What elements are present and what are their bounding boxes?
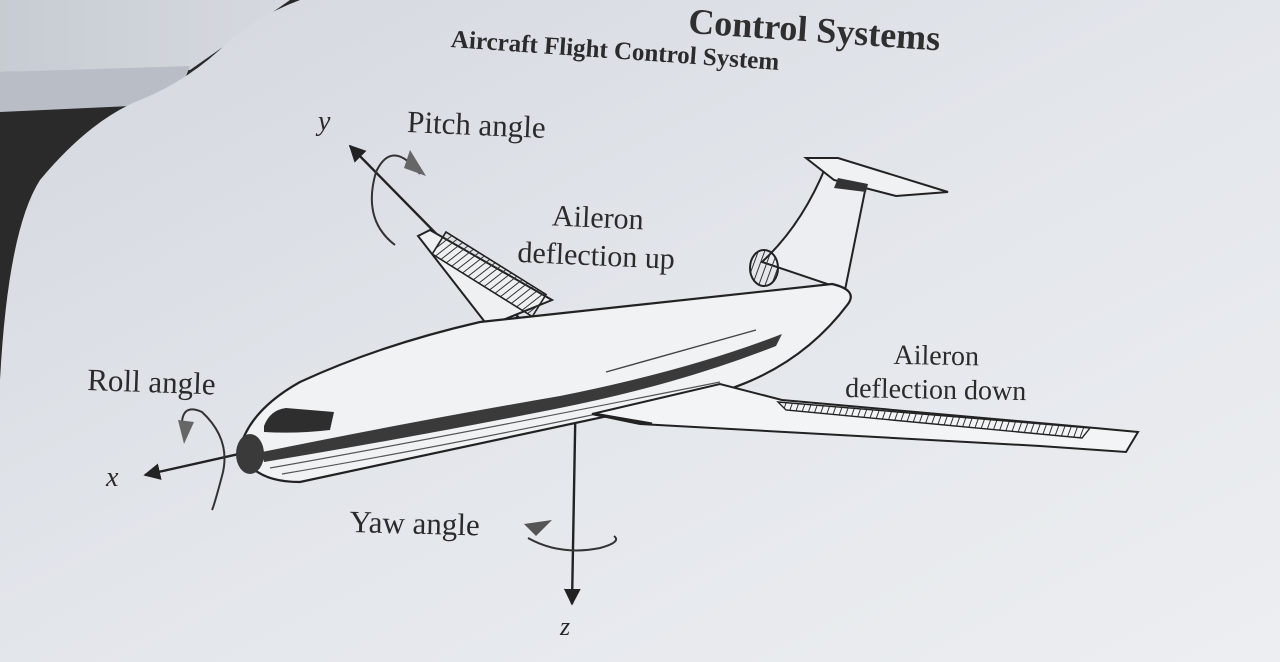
tail-elevator bbox=[834, 178, 868, 192]
pitch-angle-label: Pitch angle bbox=[406, 104, 547, 146]
aileron-up-line2: deflection up bbox=[516, 235, 676, 276]
roll-angle-label: Roll angle bbox=[86, 362, 217, 402]
fuselage-stripe bbox=[262, 334, 782, 462]
y-axis-label: y bbox=[318, 106, 331, 137]
pitch-arrow-head bbox=[404, 150, 426, 176]
pitch-rotation-arrow bbox=[370, 154, 421, 246]
roll-rotation-arrow bbox=[180, 408, 226, 511]
z-axis-label: z bbox=[560, 612, 571, 641]
aileron-down-line2: deflection down bbox=[844, 372, 1027, 408]
aileron-down-line1: Aileron bbox=[893, 339, 980, 373]
engine-intake bbox=[749, 249, 779, 287]
aileron-down-label: Aileron deflection down bbox=[845, 338, 1027, 409]
x-axis-label: x bbox=[106, 462, 119, 493]
yaw-angle-label: Yaw angle bbox=[349, 504, 481, 543]
left-aileron-up bbox=[431, 230, 548, 318]
nose-cone bbox=[236, 434, 264, 474]
yaw-rotation-arrow bbox=[527, 535, 618, 552]
fuselage-highlight bbox=[605, 329, 757, 373]
aileron-up-label: Aileron deflection up bbox=[517, 196, 678, 279]
roll-arrow-head bbox=[178, 420, 194, 444]
horizontal-stabilizer bbox=[803, 157, 949, 198]
yaw-arrow-head bbox=[524, 520, 552, 536]
right-aileron-down bbox=[776, 401, 1092, 439]
wing-root bbox=[593, 412, 653, 426]
cockpit-window bbox=[264, 408, 334, 433]
back-sheet bbox=[0, 0, 290, 72]
